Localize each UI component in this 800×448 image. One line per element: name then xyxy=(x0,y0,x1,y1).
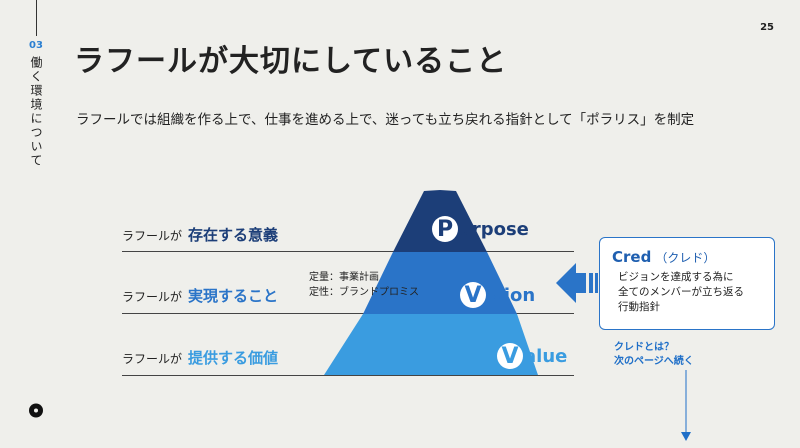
page-title: ラフールが大切にしていること xyxy=(74,44,508,79)
page-subtitle: ラフールでは組織を作る上で、仕事を進める上で、迷っても立ち戻れる指針として「ポラ… xyxy=(76,112,695,128)
next-note-line: 次のページへ続く xyxy=(614,356,694,367)
cred-title: Cred（クレド） xyxy=(612,248,762,266)
row-label-vision: ラフールが実現すること xyxy=(122,285,278,306)
cred-title-sub: （クレド） xyxy=(655,251,716,265)
row-label-purpose: ラフールが存在する意義 xyxy=(122,224,278,245)
next-note-line: クレドとは？ xyxy=(614,342,674,353)
row-divider-2 xyxy=(122,313,574,314)
section-label: 働く環境について xyxy=(29,56,43,168)
vision-note: 定量：事業計画 定性：ブランドプロミス xyxy=(309,270,419,300)
row-prefix: ラフールが xyxy=(122,290,183,304)
row-divider-3 xyxy=(122,375,574,376)
page-number: 25 xyxy=(760,22,774,33)
value-initial: V xyxy=(497,343,523,369)
row-emphasis: 実現すること xyxy=(188,287,279,305)
arrow-down-icon xyxy=(681,370,691,441)
cred-desc-line: 行動指針 xyxy=(618,301,660,313)
arrow-left-icon xyxy=(556,263,598,303)
vision-note-line: 定量：事業計画 xyxy=(309,272,379,283)
section-number: 03 xyxy=(29,40,43,51)
vision-note-line: 定性：ブランドプロミス xyxy=(309,287,419,298)
next-page-note: クレドとは？ 次のページへ続く xyxy=(614,341,694,369)
row-label-value: ラフールが提供する価値 xyxy=(122,347,278,368)
cred-title-main: Cred xyxy=(612,248,652,266)
vision-initial: V xyxy=(460,282,486,308)
cred-desc-line: 全てのメンバーが立ち返る xyxy=(618,286,744,298)
value-rest: alue xyxy=(524,345,568,367)
cred-description: ビジョンを達成する為に 全てのメンバーが立ち返る 行動指針 xyxy=(612,270,762,315)
pyramid-apex xyxy=(424,190,456,191)
row-divider-1 xyxy=(122,251,574,252)
row-prefix: ラフールが xyxy=(122,352,183,366)
row-emphasis: 提供する価値 xyxy=(188,349,279,367)
vision-rest: ision xyxy=(487,284,536,306)
purpose-initial: P xyxy=(432,216,458,242)
section-divider-line xyxy=(36,0,37,36)
cred-desc-line: ビジョンを達成する為に xyxy=(618,271,734,283)
purpose-rest: urpose xyxy=(459,218,529,240)
company-logo-icon xyxy=(29,403,43,418)
row-prefix: ラフールが xyxy=(122,229,183,243)
row-emphasis: 存在する意義 xyxy=(188,226,279,244)
pyramid-tier-value xyxy=(324,314,538,375)
cred-card: Cred（クレド） ビジョンを達成する為に 全てのメンバーが立ち返る 行動指針 xyxy=(599,237,775,330)
